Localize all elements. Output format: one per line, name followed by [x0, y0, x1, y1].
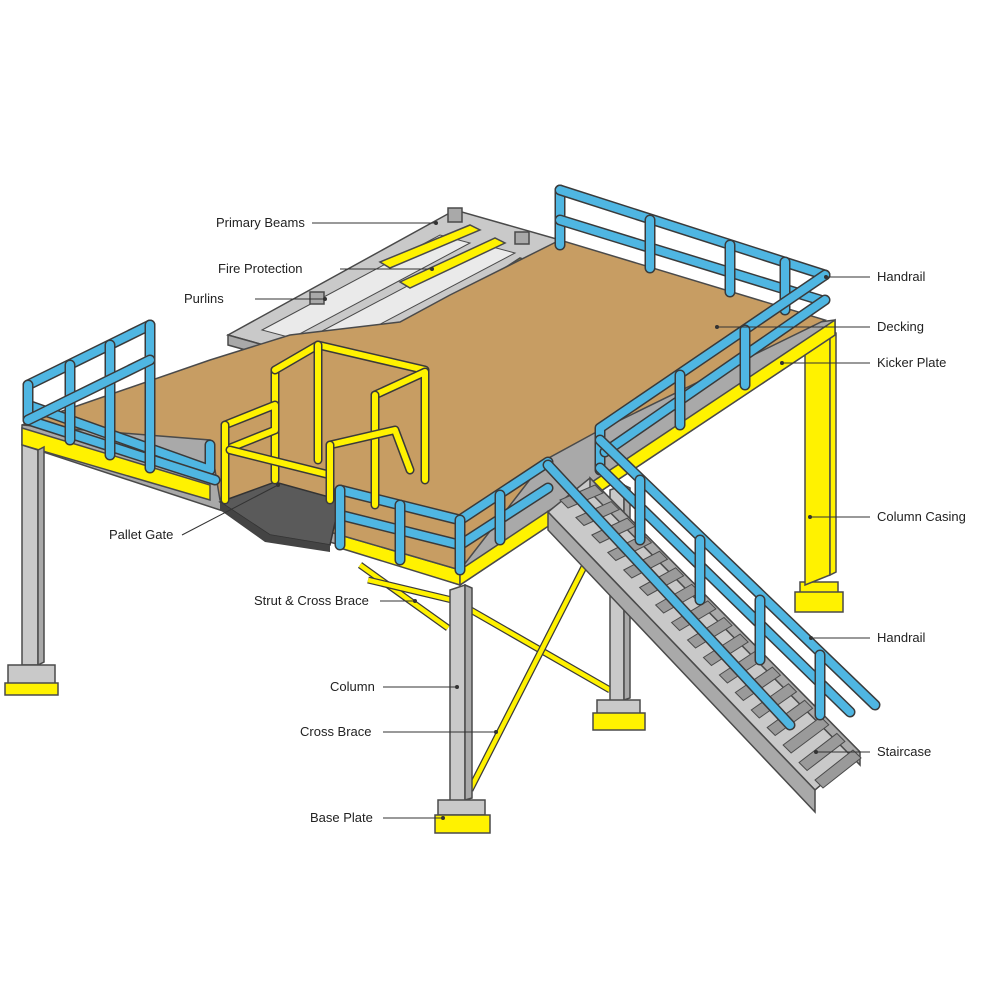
strut-brace	[357, 562, 453, 631]
label-handrail-top: Handrail	[877, 269, 926, 284]
leader-lines	[181, 221, 870, 820]
label-column-casing: Column Casing	[877, 509, 966, 524]
column-center	[434, 583, 491, 834]
handrail-staircase	[542, 434, 881, 731]
label-column: Column	[330, 679, 375, 694]
label-purlins: Purlins	[184, 291, 224, 306]
column-left	[4, 443, 59, 696]
label-strut-cross-brace: Strut & Cross Brace	[254, 593, 369, 608]
label-kicker-plate: Kicker Plate	[877, 355, 947, 370]
label-fire-protection: Fire Protection	[218, 261, 303, 276]
label-decking: Decking	[877, 319, 924, 334]
label-pallet-gate: Pallet Gate	[109, 527, 174, 542]
label-base-plate: Base Plate	[310, 810, 373, 825]
handrail-right	[594, 269, 831, 476]
column-back-right	[794, 581, 844, 613]
pallet-gate-floor-front	[220, 502, 330, 552]
cross-brace	[460, 563, 612, 792]
label-cross-brace: Cross Brace	[300, 724, 372, 739]
base-plate-center	[434, 814, 491, 834]
handrail-front	[334, 456, 554, 576]
label-primary-beams: Primary Beams	[216, 215, 305, 230]
handrail-left	[22, 319, 221, 486]
column-right-casing	[804, 328, 837, 587]
stair-tread	[782, 716, 830, 754]
label-handrail-stair: Handrail	[877, 630, 926, 645]
stair-tread	[814, 749, 862, 789]
label-staircase: Staircase	[877, 744, 932, 759]
pallet-gate	[220, 340, 430, 510]
